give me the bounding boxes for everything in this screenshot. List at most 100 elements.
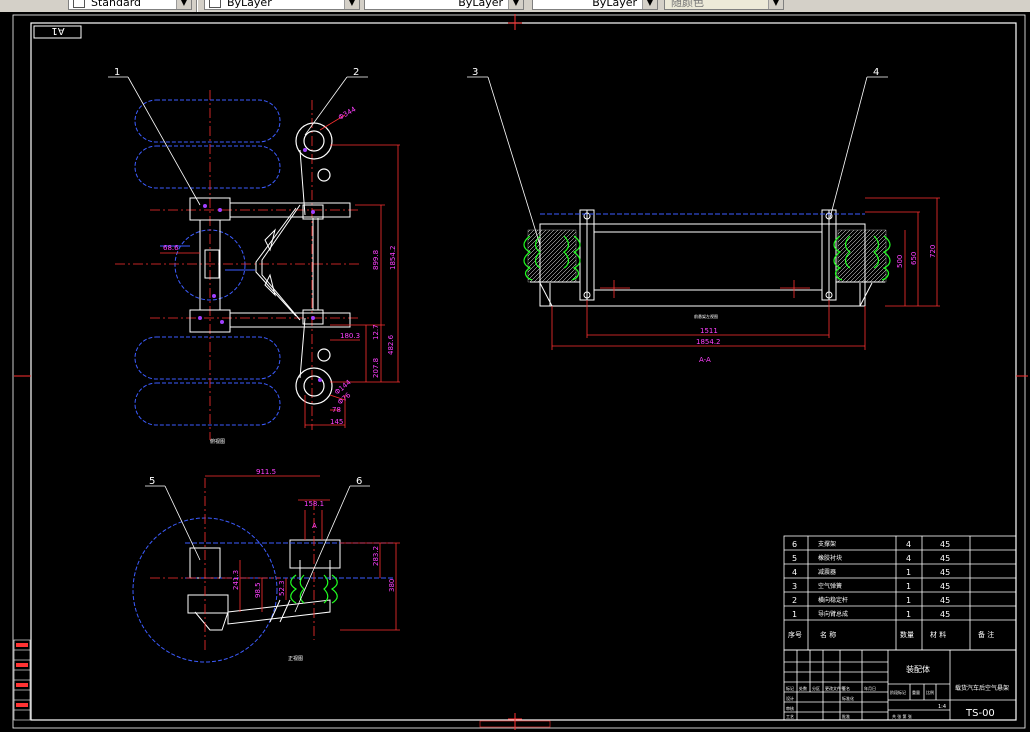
lineweight-dropdown[interactable]: ByLayer ▼	[532, 0, 658, 10]
frame-structure	[189, 149, 351, 379]
dim-98: 98.5	[254, 582, 262, 598]
callout-3: 3	[472, 67, 478, 78]
cell-review: 审核	[786, 705, 794, 711]
dim-52: 52.3	[278, 580, 286, 596]
properties-toolbar: Standard ▼ ByLayer ▼ ByLayer ▼ ByLayer ▼…	[0, 0, 1030, 13]
section-lines	[160, 245, 255, 271]
text-style-dropdown[interactable]: Standard ▼	[68, 0, 192, 10]
cell-design: 设计	[786, 695, 794, 701]
text-style-icon	[73, 0, 85, 8]
section-view[interactable]: 1511 1854.2 500 650 720 A-A 前悬架左视图	[523, 197, 940, 364]
layer-color-icon	[209, 0, 221, 8]
table-row: 2 横向稳定杆 1 45	[792, 596, 950, 605]
toolbar-separator	[196, 0, 198, 12]
section-caption: A-A	[699, 356, 711, 364]
front-dimensions	[205, 475, 400, 631]
top-view[interactable]: Φ344 1854.2 899.8 482.6 12.7 207.8 180.3…	[115, 90, 400, 445]
cell-sheets: 共 张 第 张	[892, 713, 912, 719]
part-qty: 1	[906, 582, 911, 591]
cell-stage: 阶段标记	[890, 689, 906, 695]
sheet-label-box: A1	[33, 25, 82, 39]
dim-1854: 1854.2	[389, 246, 397, 271]
part-name: 支撑架	[818, 540, 836, 548]
air-spring-left	[523, 229, 581, 283]
table-row: 1 导向臂总成 1 45	[792, 610, 950, 619]
drawing-title: 载货汽车后空气悬架	[955, 684, 1009, 692]
cell-change-doc: 更改文件号	[825, 685, 845, 691]
dim-207: 207.8	[372, 358, 380, 378]
front-view[interactable]: 911.5 158.1 283.2 380 98.5 52.3 241.3 A …	[132, 468, 400, 663]
lineweight-value: ByLayer	[592, 0, 637, 9]
dim-482: 482.6	[387, 334, 395, 355]
chevron-down-icon[interactable]: ▼	[344, 0, 359, 9]
front-view-caption: 正视图	[288, 655, 303, 662]
part-qty: 1	[906, 568, 911, 577]
sheet-border	[12, 14, 1026, 729]
chevron-down-icon[interactable]: ▼	[176, 0, 191, 9]
parts-list-header: 序号 名 称 数量 材 料 备 注	[788, 630, 994, 639]
chevron-down-icon[interactable]: ▼	[768, 0, 783, 9]
part-name: 减震器	[818, 568, 836, 576]
cell-weight: 重量	[912, 689, 920, 695]
dim-500: 500	[896, 255, 904, 268]
dim-241: 241.3	[232, 570, 240, 590]
front-center-lines	[150, 478, 315, 650]
center-marks	[14, 14, 1028, 730]
drawing-canvas[interactable]: A1	[0, 12, 1030, 732]
callout-leaders	[108, 76, 888, 613]
table-row: 6 支撑架 4 45	[792, 540, 950, 549]
part-material: 45	[940, 568, 950, 577]
part-material: 45	[940, 596, 950, 605]
section-center-marks	[600, 280, 810, 298]
dim-720: 720	[929, 245, 937, 258]
part-material: 45	[940, 540, 950, 549]
part-no: 4	[792, 568, 797, 577]
layer-dropdown[interactable]: ByLayer ▼	[204, 0, 360, 10]
callout-numbers: 1 2 3 4 5 6	[114, 67, 879, 487]
parts-list-rows: 6 支撑架 4 45 5 橡胶衬块 4 45 4 减震器 1 45 3 空气弹簧…	[792, 540, 950, 619]
part-no: 2	[792, 596, 797, 605]
part-qty: 1	[906, 610, 911, 619]
dim-158: 158.1	[304, 500, 324, 508]
part-name: 橡胶衬块	[818, 554, 842, 562]
front-dimension-text: 911.5 158.1 283.2 380 98.5 52.3 241.3 A	[232, 468, 396, 598]
part-no: 3	[792, 582, 797, 591]
dim-145: 145	[330, 418, 343, 426]
top-view-caption: 俯视图	[210, 438, 225, 445]
assembly-name: 装配体	[906, 664, 930, 674]
cell-signature: 签名	[842, 685, 850, 691]
chevron-down-icon[interactable]: ▼	[642, 0, 657, 9]
dim-68: 68.6	[163, 244, 179, 252]
drawing-number: TS-00	[965, 708, 995, 719]
hdr-qty: 数量	[900, 630, 914, 639]
part-material: 45	[940, 610, 950, 619]
revision-strip	[13, 639, 31, 721]
section-small-title: 前悬架左视图	[694, 313, 718, 319]
text-style-value: Standard	[91, 0, 142, 9]
linetype-dropdown[interactable]: ByLayer ▼	[364, 0, 524, 10]
cell-mark: 标记	[786, 685, 794, 691]
part-name: 横向稳定杆	[818, 596, 848, 604]
hdr-no: 序号	[788, 630, 802, 639]
part-qty: 4	[906, 554, 911, 563]
chevron-down-icon[interactable]: ▼	[508, 0, 523, 9]
dim-283: 283.2	[372, 546, 380, 566]
plot-style-dropdown[interactable]: 随颜色 ▼	[664, 0, 784, 10]
part-material: 45	[940, 554, 950, 563]
hdr-name: 名 称	[820, 630, 836, 639]
part-no: 1	[792, 610, 797, 619]
air-spring-right	[833, 229, 891, 283]
center-lines	[115, 90, 360, 440]
cell-standard: 标准化	[842, 695, 854, 701]
cell-approve: 批准	[842, 713, 850, 719]
table-row: 4 减震器 1 45	[792, 568, 950, 577]
dim-1511: 1511	[700, 327, 718, 335]
drawing-scale: 1:4	[938, 704, 946, 710]
cell-count: 处数	[799, 685, 807, 691]
part-qty: 1	[906, 596, 911, 605]
plot-style-value: 随颜色	[671, 0, 704, 9]
part-no: 6	[792, 540, 797, 549]
top-view-dimensions	[160, 114, 400, 428]
dim-380: 380	[388, 579, 396, 592]
title-block: 序号 名 称 数量 材 料 备 注 6 支撑架 4 45 5 橡胶衬块 4 45…	[783, 535, 1017, 721]
